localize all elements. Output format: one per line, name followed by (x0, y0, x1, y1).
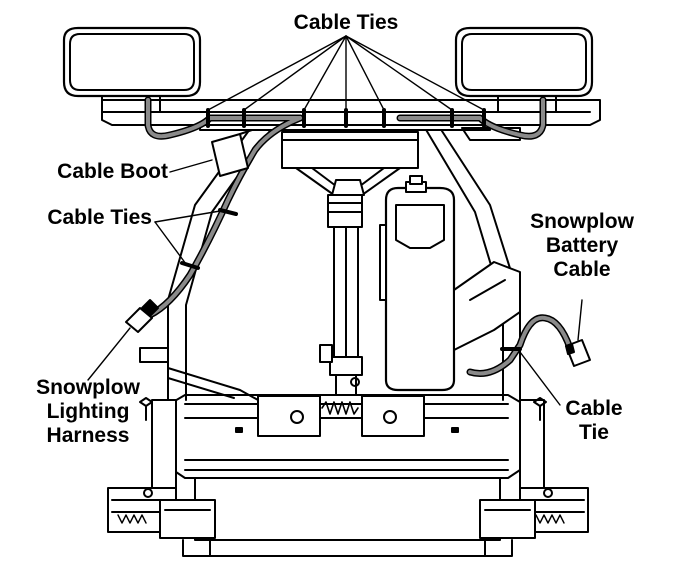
label-cable-tie: Cable Tie (554, 397, 634, 445)
cable-boot (211, 129, 253, 177)
left-lamp (62, 26, 202, 113)
label-cable-ties-top: Cable Ties (293, 11, 399, 34)
cable-tie-marks (180, 108, 522, 351)
hydraulic-ram (319, 179, 365, 396)
label-line: Cable (553, 258, 611, 281)
lighting-harness-connector (125, 299, 159, 333)
leader-lines (87, 35, 583, 406)
label-line: Tie (579, 421, 609, 444)
cables (144, 96, 574, 377)
label-snowplow-lighting-harness: Snowplow Lighting Harness (10, 376, 166, 448)
label-line: Cable (565, 397, 623, 420)
right-lamp (454, 26, 594, 113)
label-snowplow-battery-cable: Snowplow Battery Cable (520, 210, 644, 282)
pump-unit (379, 175, 521, 392)
label-line: Lighting (46, 400, 130, 423)
mount-frame (172, 394, 521, 557)
battery-cable-connector (565, 339, 591, 367)
label-line: Snowplow (530, 210, 634, 233)
label-cable-boot: Cable Boot (57, 160, 168, 183)
right-side-bracket (479, 397, 589, 539)
label-line: Harness (46, 424, 130, 447)
label-line: Snowplow (36, 376, 140, 399)
label-line: Battery (545, 234, 619, 257)
label-cable-ties-left: Cable Ties (47, 206, 152, 229)
